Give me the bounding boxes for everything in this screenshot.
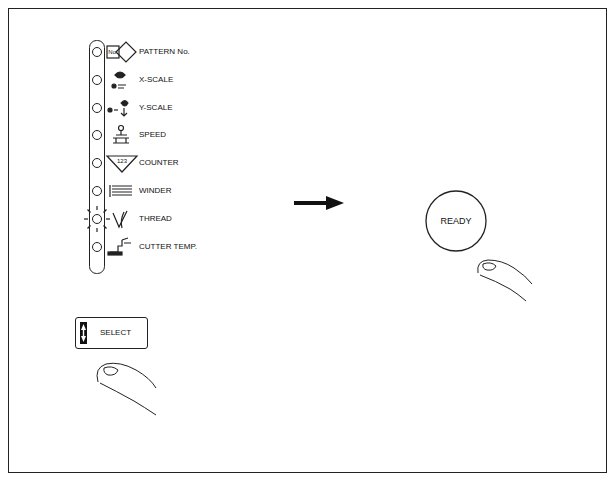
indicator-label: X-SCALE — [139, 76, 173, 84]
select-button: SELECT — [75, 317, 148, 349]
indicator-label: SPEED — [139, 131, 166, 139]
flow-arrow — [294, 196, 344, 210]
button-label: SELECT — [100, 329, 131, 337]
lit-led-rays — [84, 206, 110, 232]
frame — [9, 9, 607, 473]
leds — [93, 48, 102, 252]
indicator-label: PATTERN No. — [139, 48, 190, 56]
ready-button: READY — [425, 190, 487, 252]
pressing-finger — [478, 260, 532, 301]
indicator-label: THREAD — [139, 215, 172, 223]
indicator-label: Y-SCALE — [139, 104, 173, 112]
pressing-finger — [97, 363, 156, 415]
button-circle — [426, 191, 486, 251]
indicator-label: COUNTER — [139, 159, 179, 167]
indicator-label: WINDER — [139, 187, 171, 195]
indicator-label: CUTTER TEMP. — [139, 243, 197, 251]
icon-text: 123 — [117, 158, 127, 164]
select-updown-icon — [80, 322, 87, 344]
function-icons — [107, 42, 137, 255]
led-column — [90, 41, 105, 274]
icon-text: No. — [108, 49, 117, 55]
button-label: READY — [440, 217, 471, 226]
